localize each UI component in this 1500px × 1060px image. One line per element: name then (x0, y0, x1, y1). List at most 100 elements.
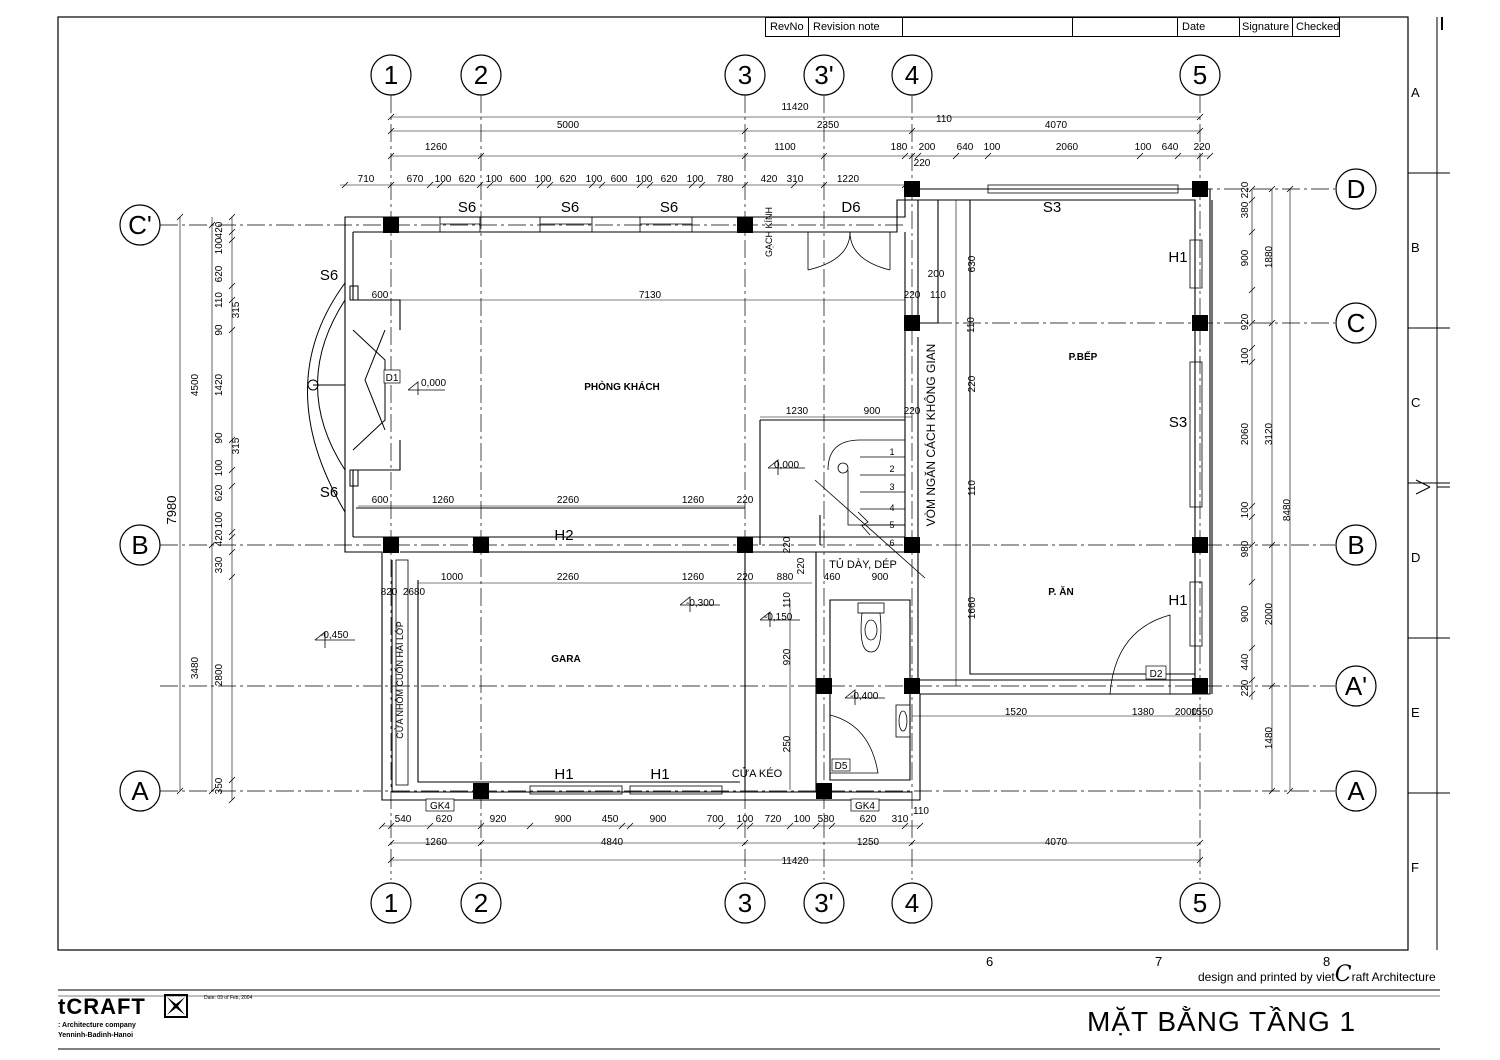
partition-label: VÒM NGĂN CÁCH KHÔNG GIAN (923, 344, 938, 527)
dimension-tick (426, 822, 434, 830)
axis-label: D (1347, 174, 1366, 204)
dim-bot1-0: 540 (395, 814, 412, 825)
dim-int-30: 920 (782, 648, 793, 665)
dim-bot1-4: 450 (602, 814, 619, 825)
axis-bubble (1335, 770, 1377, 812)
dim-right-in-6: 2060 (1240, 422, 1251, 445)
credit-letter: C (1334, 962, 1352, 987)
axis-bubble (891, 54, 933, 96)
dim-int-7: 1000 (441, 572, 464, 583)
tag-s6-2: S6 (561, 199, 579, 216)
dimension-tick (341, 181, 349, 189)
dim-left-in-9: 100 (214, 459, 225, 476)
tag-h1-3: H1 (554, 766, 573, 783)
axis-bubble (724, 882, 766, 924)
company-type: : Architecture company (58, 1022, 136, 1029)
element-tags: S6 S6 S6 D6 S3 H1 S3 H1 S6 S6 H2 H1 H1 (320, 199, 1188, 783)
dim-int-20: 630 (967, 255, 978, 272)
dimension-tick (908, 152, 916, 160)
dim-bot1-3: 900 (555, 814, 572, 825)
sliding-door-label: CỬA KÉO (732, 767, 783, 780)
dim-int-9: 1260 (682, 572, 705, 583)
dim-int-33: 220 (782, 536, 793, 553)
axis-bubble (803, 882, 845, 924)
stair-step-2: 2 (889, 464, 894, 474)
dimension-tick (477, 822, 485, 830)
dim-int-11: 880 (777, 572, 794, 583)
zone-label: D (1411, 550, 1420, 565)
dim-row4-14: 420 (761, 174, 778, 185)
dim-left-7980: 7980 (164, 496, 179, 525)
stair (814, 439, 926, 579)
tag-s3-1: S3 (1043, 199, 1061, 216)
dimension-tick (741, 181, 749, 189)
design-credit: design and printed by vietCraft Architec… (1198, 962, 1436, 987)
level-living: 0,000 (421, 378, 446, 389)
dimension-tick (1248, 344, 1256, 352)
dim-left-in-14: 2800 (214, 663, 225, 686)
level-markers (314, 381, 885, 705)
dimension-lines (179, 116, 1291, 861)
dimension-tick (636, 181, 644, 189)
dimension-tick (436, 181, 444, 189)
dim-int-6: 220 (737, 495, 754, 506)
dim-bot1-2: 920 (490, 814, 507, 825)
dim-left-in-10: 620 (214, 484, 225, 501)
dimension-tick (387, 181, 395, 189)
revno-header: RevNo (766, 18, 809, 36)
zone-label: E (1411, 705, 1420, 720)
dimension-tick (176, 213, 184, 221)
dim-row3-9: 220 (1194, 142, 1211, 153)
room-kitchen: P.BẾP (1069, 350, 1098, 363)
column (1192, 537, 1208, 553)
dimension-tick (228, 548, 236, 556)
dim-left-in-4: 315 (231, 301, 242, 318)
dimension-tick (228, 296, 236, 304)
dimension-tick (1248, 644, 1256, 652)
dim-row3-5: 100 (984, 142, 1001, 153)
dim-bot1-9: 100 (794, 814, 811, 825)
axis-bubble (370, 882, 412, 924)
stair-step-1: 1 (889, 447, 894, 457)
dimension-tick (1268, 319, 1276, 327)
dim-row4-0: 710 (358, 174, 375, 185)
bay-window (307, 282, 386, 513)
axis-bubble (1335, 168, 1377, 210)
room-names: PHÒNG KHÁCH P.BẾP P. ĂN GARA (551, 350, 1097, 665)
dimension-tick (901, 152, 909, 160)
dim-int-21: 220 (967, 375, 978, 392)
dimension-tick (228, 213, 236, 221)
doors (807, 231, 1171, 774)
dimension-tick (626, 822, 634, 830)
stair-step-5: 5 (889, 520, 894, 530)
axis-bubble (119, 770, 161, 812)
stair-step-3: 3 (889, 482, 894, 492)
dim-int-13: 900 (872, 572, 889, 583)
dim-row4-10: 100 (636, 174, 653, 185)
dim-bot1-12: 310 (892, 814, 909, 825)
rotated-dimension-texts: 7980 4500 3480 420 100 620 110 315 90 14… (164, 181, 1293, 794)
dim-row3-6: 2060 (1056, 142, 1079, 153)
dimension-tick (476, 181, 484, 189)
dim-row4-1: 670 (407, 174, 424, 185)
dim-top-5000: 5000 (557, 120, 580, 131)
level-stair: 0,000 (774, 460, 799, 471)
axis-label: C (1347, 308, 1366, 338)
dim-row4-13: 780 (717, 174, 734, 185)
dimension-tick (914, 152, 922, 160)
column (816, 783, 832, 799)
dimension-tick (1286, 185, 1294, 193)
dimension-tick (786, 822, 794, 830)
dimension-tick (228, 573, 236, 581)
dimension-tick (746, 822, 754, 830)
dimension-tick (208, 541, 216, 549)
dimension-tick (908, 839, 916, 847)
dimension-ticks (176, 113, 1294, 864)
dimension-tick (387, 152, 395, 160)
dimension-tick (228, 282, 236, 290)
sheet-title: MẶT BẰNG TẦNG 1 (1087, 1006, 1357, 1037)
dimension-tick (477, 839, 485, 847)
dim-row3-2: 180 (891, 142, 908, 153)
zone-label: F (1411, 860, 1419, 875)
